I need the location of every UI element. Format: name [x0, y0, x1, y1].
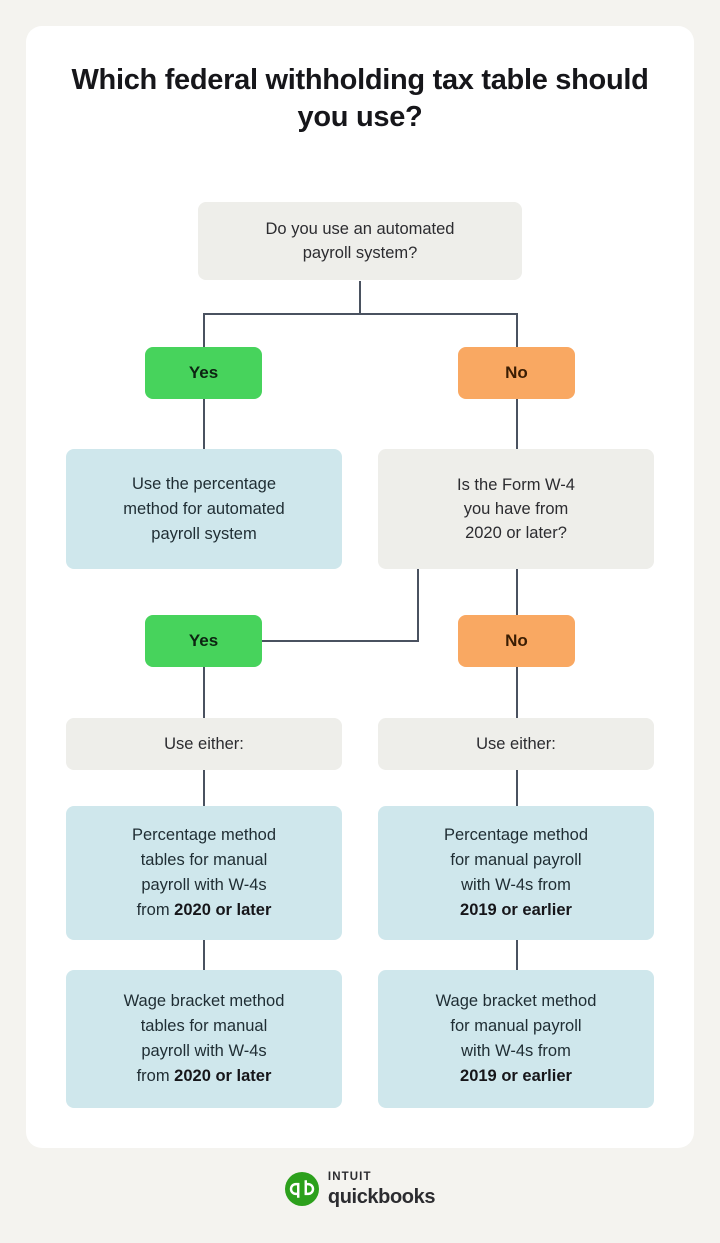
question-form-w4-year-line1: Is the Form W-4 [457, 476, 575, 494]
connector-no2-useeither-right [516, 667, 518, 718]
connector-q2-yes2-arm [244, 640, 419, 642]
connector-result4-result5 [516, 940, 518, 970]
result-percentage-manual-2020-line2: tables for manual [140, 851, 268, 869]
result-wage-bracket-manual-2020-line1: Wage bracket method [123, 992, 285, 1010]
intuit-wordmark: INTUIT [327, 1171, 372, 1183]
question-form-w4-year-line3: 2020 or later? [465, 524, 567, 542]
result-percentage-manual-2020: Percentage method tables for manual payr… [66, 806, 342, 940]
answer-yes-automated-label: Yes [188, 363, 219, 382]
answer-no-automated[interactable]: No [458, 347, 575, 399]
question-form-w4-year-line2: you have from [463, 500, 569, 518]
result-percentage-manual-2020-line4-bold: 2020 or later [174, 901, 272, 919]
result-percentage-manual-2019-line4-bold: 2019 or earlier [460, 901, 572, 919]
answer-yes-w4-year[interactable]: Yes [145, 615, 262, 667]
result-wage-bracket-manual-2020: Wage bracket method tables for manual pa… [66, 970, 342, 1108]
connector-q2-yes2-stem [417, 569, 419, 641]
label-use-either-right: Use either: [378, 718, 654, 770]
connector-no1-q2 [516, 399, 518, 449]
result-percentage-manual-2019: Percentage method for manual payroll wit… [378, 806, 654, 940]
result-wage-bracket-manual-2020-line3: payroll with W-4s [141, 1042, 267, 1060]
question-automated-payroll-line2: payroll system? [302, 244, 418, 262]
answer-yes-automated[interactable]: Yes [145, 347, 262, 399]
question-automated-payroll-line1: Do you use an automated [265, 220, 455, 238]
connector-to-no1 [516, 313, 518, 348]
answer-no-automated-label: No [505, 363, 528, 382]
result-wage-bracket-manual-2019: Wage bracket method for manual payroll w… [378, 970, 654, 1108]
label-use-either-right-text: Use either: [476, 735, 556, 753]
result-percentage-manual-2019-line2: for manual payroll [450, 851, 582, 869]
result-percentage-automated-line2: method for automated [123, 499, 285, 518]
connector-q1-split [203, 313, 517, 315]
result-wage-bracket-manual-2019-line2: for manual payroll [450, 1017, 582, 1035]
result-percentage-manual-2020-line3: payroll with W-4s [141, 876, 267, 894]
connector-q1-stem [359, 281, 361, 314]
connector-useeither-right-result4 [516, 770, 518, 806]
quickbooks-mark-icon [284, 1172, 319, 1207]
page-title: Which federal withholding tax table shou… [71, 64, 649, 133]
answer-yes-w4-year-label: Yes [188, 631, 219, 650]
answer-no-w4-year[interactable]: No [458, 615, 575, 667]
question-automated-payroll: Do you use an automated payroll system? [198, 202, 522, 280]
result-percentage-automated-line1: Use the percentage [131, 474, 276, 493]
connector-q2-no2 [516, 569, 518, 616]
result-percentage-automated-line3: payroll system [151, 524, 257, 543]
label-use-either-left: Use either: [66, 718, 342, 770]
answer-no-w4-year-label: No [505, 631, 528, 650]
label-use-either-left-text: Use either: [164, 735, 244, 753]
result-percentage-manual-2019-line3: with W-4s from [461, 876, 571, 894]
connector-to-yes1 [203, 313, 205, 348]
connector-useeither-left-result2 [203, 770, 205, 806]
result-percentage-manual-2020-line1: Percentage method [131, 826, 276, 844]
result-wage-bracket-manual-2019-line3: with W-4s from [461, 1042, 571, 1060]
connector-result2-result3 [203, 940, 205, 970]
result-percentage-manual-2019-line1: Percentage method [443, 826, 588, 844]
connector-yes1-result1 [203, 399, 205, 449]
result-percentage-manual-2020-line4-prefix: from [136, 901, 175, 919]
result-wage-bracket-manual-2019-line4-bold: 2019 or earlier [460, 1067, 572, 1085]
result-wage-bracket-manual-2020-line4-bold: 2020 or later [174, 1067, 272, 1085]
quickbooks-wordmark: quickbooks [327, 1185, 436, 1208]
connector-yes2-useeither-left [203, 667, 205, 718]
quickbooks-logo: INTUIT quickbooks [0, 1171, 720, 1208]
question-form-w4-year: Is the Form W-4 you have from 2020 or la… [378, 449, 654, 569]
result-wage-bracket-manual-2019-line1: Wage bracket method [435, 992, 597, 1010]
result-wage-bracket-manual-2020-line2: tables for manual [140, 1017, 268, 1035]
quickbooks-logo-text: INTUIT quickbooks [327, 1171, 436, 1208]
result-percentage-automated: Use the percentage method for automated … [66, 449, 342, 569]
result-wage-bracket-manual-2020-line4-prefix: from [136, 1067, 175, 1085]
